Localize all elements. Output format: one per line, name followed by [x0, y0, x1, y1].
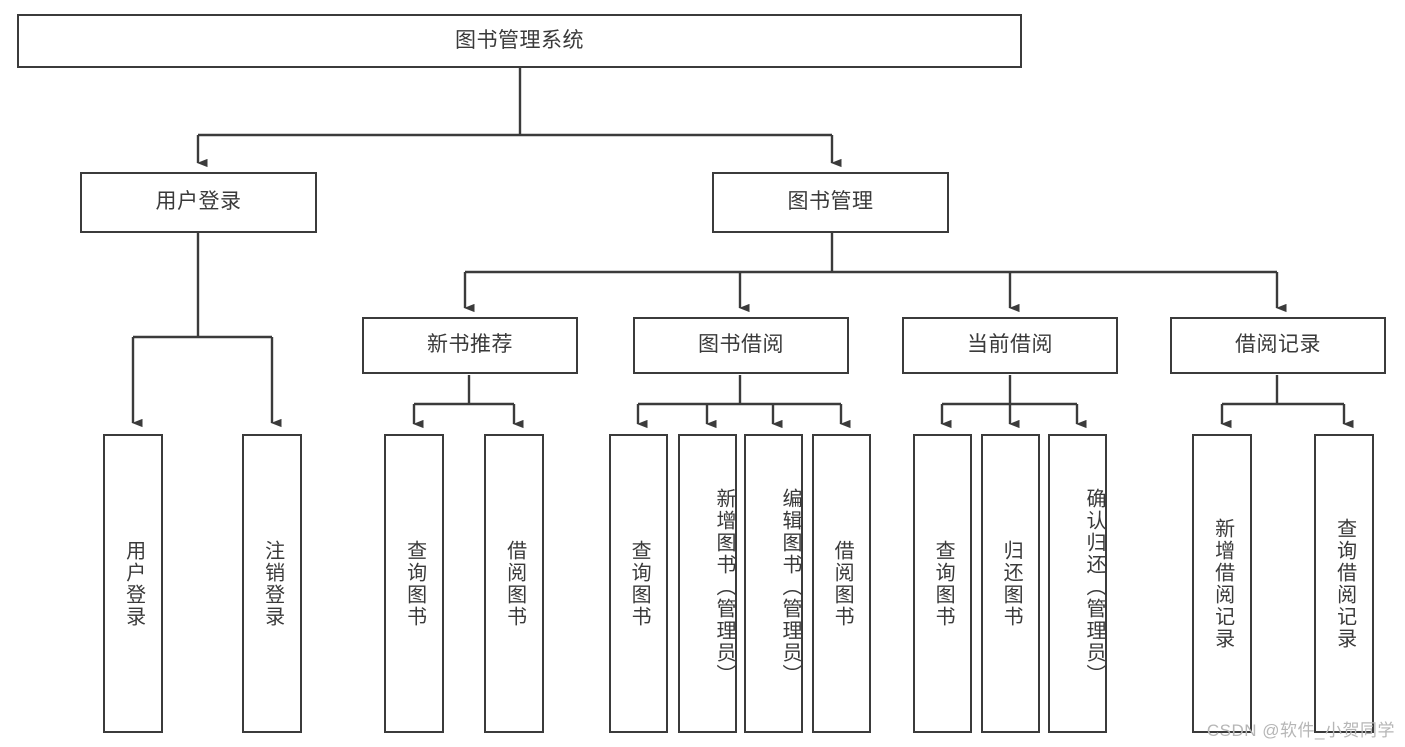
node-user-login[interactable]: 用户登录 [80, 172, 317, 233]
node-user-login-label: 用户登录 [155, 190, 242, 214]
leaf-user-login-1[interactable]: 用户登录 [103, 434, 163, 733]
leaf-user-login-2-label: 注销登录 [261, 539, 284, 628]
leaf-new-book-1[interactable]: 查询图书 [384, 434, 444, 733]
leaf-new-book-2[interactable]: 借阅图书 [484, 434, 544, 733]
leaf-book-borrow-3-label: 编辑图书（管理员） [779, 487, 801, 686]
node-book-management-label: 图书管理 [787, 190, 874, 214]
leaf-current-borrow-1-label: 查询图书 [932, 539, 955, 628]
leaf-borrow-record-1-label: 新增借阅记录 [1211, 517, 1234, 650]
leaf-borrow-record-1[interactable]: 新增借阅记录 [1192, 434, 1252, 733]
node-root-label: 图书管理系统 [455, 28, 584, 52]
node-book-management[interactable]: 图书管理 [712, 172, 949, 233]
leaf-book-borrow-1-label: 查询图书 [628, 539, 651, 628]
leaf-new-book-1-label: 查询图书 [403, 539, 426, 628]
leaf-user-login-1-label: 用户登录 [122, 539, 145, 628]
node-new-book-recommend-label: 新书推荐 [427, 333, 513, 357]
watermark-text: CSDN @软件_小贺同学 [1206, 721, 1395, 740]
leaf-current-borrow-3[interactable]: 确认归还（管理员） [1048, 434, 1107, 733]
leaf-current-borrow-3-label: 确认归还（管理员） [1083, 487, 1105, 686]
leaf-borrow-record-2-label: 查询借阅记录 [1333, 517, 1356, 650]
leaf-book-borrow-2-label: 新增图书（管理员） [713, 487, 735, 686]
leaf-current-borrow-2[interactable]: 归还图书 [981, 434, 1040, 733]
leaf-current-borrow-1[interactable]: 查询图书 [913, 434, 972, 733]
node-new-book-recommend[interactable]: 新书推荐 [362, 317, 578, 374]
leaf-user-login-2[interactable]: 注销登录 [242, 434, 302, 733]
node-root[interactable]: 图书管理系统 [17, 14, 1022, 68]
leaf-current-borrow-2-label: 归还图书 [1000, 539, 1023, 628]
node-book-borrow[interactable]: 图书借阅 [633, 317, 849, 374]
node-book-borrow-label: 图书借阅 [698, 333, 784, 357]
leaf-borrow-record-2[interactable]: 查询借阅记录 [1314, 434, 1374, 733]
leaf-book-borrow-4-label: 借阅图书 [831, 539, 854, 628]
node-current-borrow[interactable]: 当前借阅 [902, 317, 1118, 374]
leaf-book-borrow-2[interactable]: 新增图书（管理员） [678, 434, 737, 733]
leaf-book-borrow-1[interactable]: 查询图书 [609, 434, 668, 733]
node-borrow-record-label: 借阅记录 [1235, 333, 1321, 357]
node-current-borrow-label: 当前借阅 [967, 333, 1053, 357]
leaf-book-borrow-4[interactable]: 借阅图书 [812, 434, 871, 733]
leaf-new-book-2-label: 借阅图书 [503, 539, 526, 628]
leaf-book-borrow-3[interactable]: 编辑图书（管理员） [744, 434, 803, 733]
node-borrow-record[interactable]: 借阅记录 [1170, 317, 1386, 374]
watermark: CSDN @软件_小贺同学 [1207, 716, 1395, 741]
